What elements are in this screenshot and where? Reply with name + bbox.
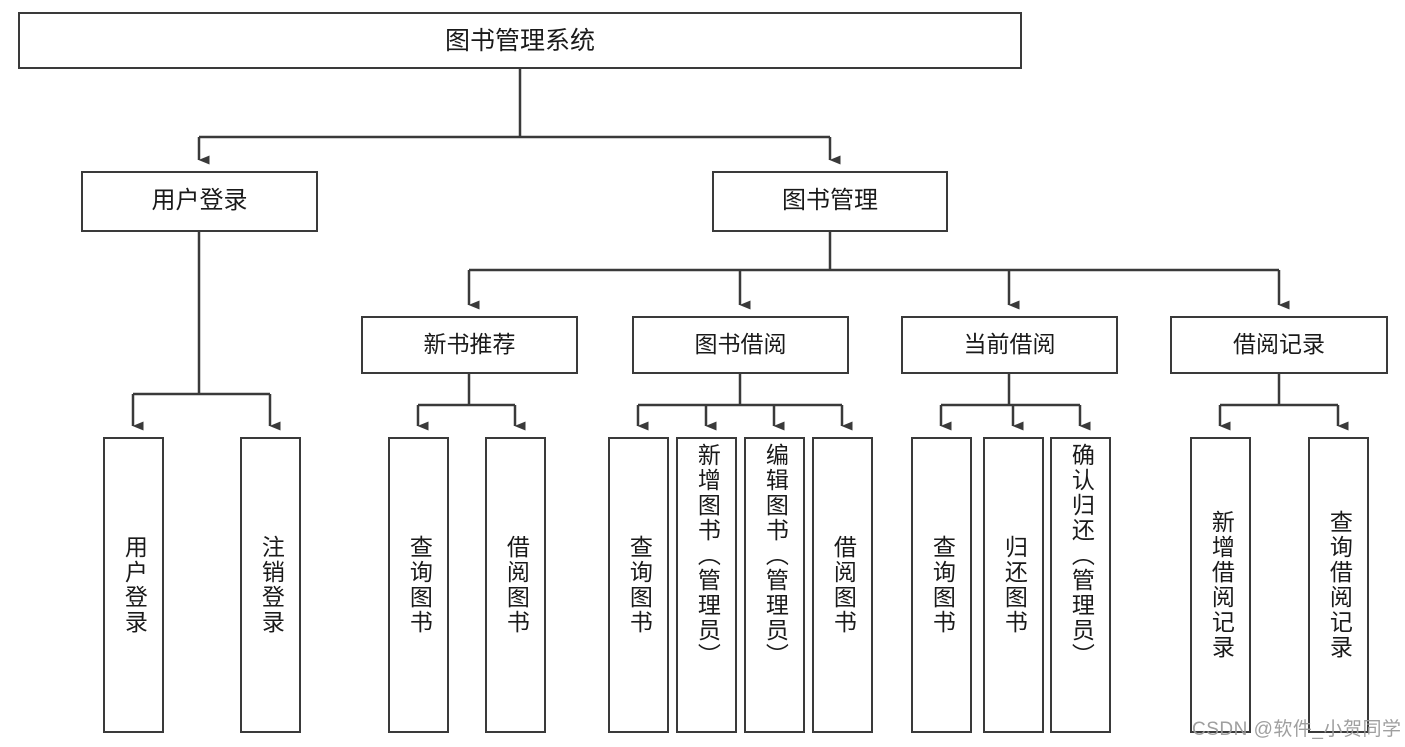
node-leaf-borrow-book-1-label: 借阅图书 (503, 535, 530, 635)
node-leaf-query-book-3-label: 查询图书 (929, 535, 956, 635)
node-leaf-add-record[interactable]: 新增借阅记录 (1190, 437, 1251, 733)
node-leaf-borrow-book-1[interactable]: 借阅图书 (485, 437, 546, 733)
node-book-manage[interactable]: 图书管理 (712, 171, 948, 232)
node-leaf-add-record-label: 新增借阅记录 (1208, 510, 1235, 660)
node-new-book-recommend-label: 新书推荐 (423, 331, 516, 358)
node-root-label: 图书管理系统 (444, 26, 595, 55)
node-leaf-query-book-2[interactable]: 查询图书 (608, 437, 669, 733)
node-borrow-record[interactable]: 借阅记录 (1170, 316, 1388, 374)
node-leaf-edit-book-label: 编辑图书（管理员） (762, 443, 789, 668)
node-user-login[interactable]: 用户登录 (81, 171, 318, 232)
node-leaf-borrow-book-2[interactable]: 借阅图书 (812, 437, 873, 733)
node-leaf-user-login-label: 用户登录 (121, 535, 148, 635)
node-leaf-query-book-2-label: 查询图书 (626, 535, 653, 635)
node-leaf-query-book-1-label: 查询图书 (406, 535, 433, 635)
node-leaf-add-book-label: 新增图书（管理员） (694, 443, 721, 668)
node-leaf-user-login[interactable]: 用户登录 (103, 437, 164, 733)
node-book-borrow[interactable]: 图书借阅 (632, 316, 849, 374)
node-leaf-query-record[interactable]: 查询借阅记录 (1308, 437, 1369, 733)
node-leaf-query-record-label: 查询借阅记录 (1326, 510, 1353, 660)
node-leaf-query-book-1[interactable]: 查询图书 (388, 437, 449, 733)
node-current-borrow[interactable]: 当前借阅 (901, 316, 1118, 374)
csdn-watermark: CSDN @软件_小贺同学 (1192, 719, 1402, 740)
node-leaf-user-logout-label: 注销登录 (258, 535, 285, 635)
node-leaf-add-book[interactable]: 新增图书（管理员） (676, 437, 737, 733)
node-user-login-label: 用户登录 (151, 187, 248, 215)
node-leaf-return-book[interactable]: 归还图书 (983, 437, 1044, 733)
node-leaf-confirm-return-label: 确认归还（管理员） (1068, 443, 1095, 668)
node-leaf-confirm-return[interactable]: 确认归还（管理员） (1050, 437, 1111, 733)
node-leaf-edit-book[interactable]: 编辑图书（管理员） (744, 437, 805, 733)
node-leaf-user-logout[interactable]: 注销登录 (240, 437, 301, 733)
node-book-borrow-label: 图书借阅 (694, 331, 787, 358)
node-leaf-borrow-book-2-label: 借阅图书 (830, 535, 857, 635)
node-current-borrow-label: 当前借阅 (963, 331, 1056, 358)
node-new-book-recommend[interactable]: 新书推荐 (361, 316, 578, 374)
node-book-manage-label: 图书管理 (782, 187, 878, 215)
node-root[interactable]: 图书管理系统 (18, 12, 1022, 69)
node-leaf-return-book-label: 归还图书 (1001, 535, 1028, 635)
node-borrow-record-label: 借阅记录 (1233, 331, 1325, 358)
node-leaf-query-book-3[interactable]: 查询图书 (911, 437, 972, 733)
